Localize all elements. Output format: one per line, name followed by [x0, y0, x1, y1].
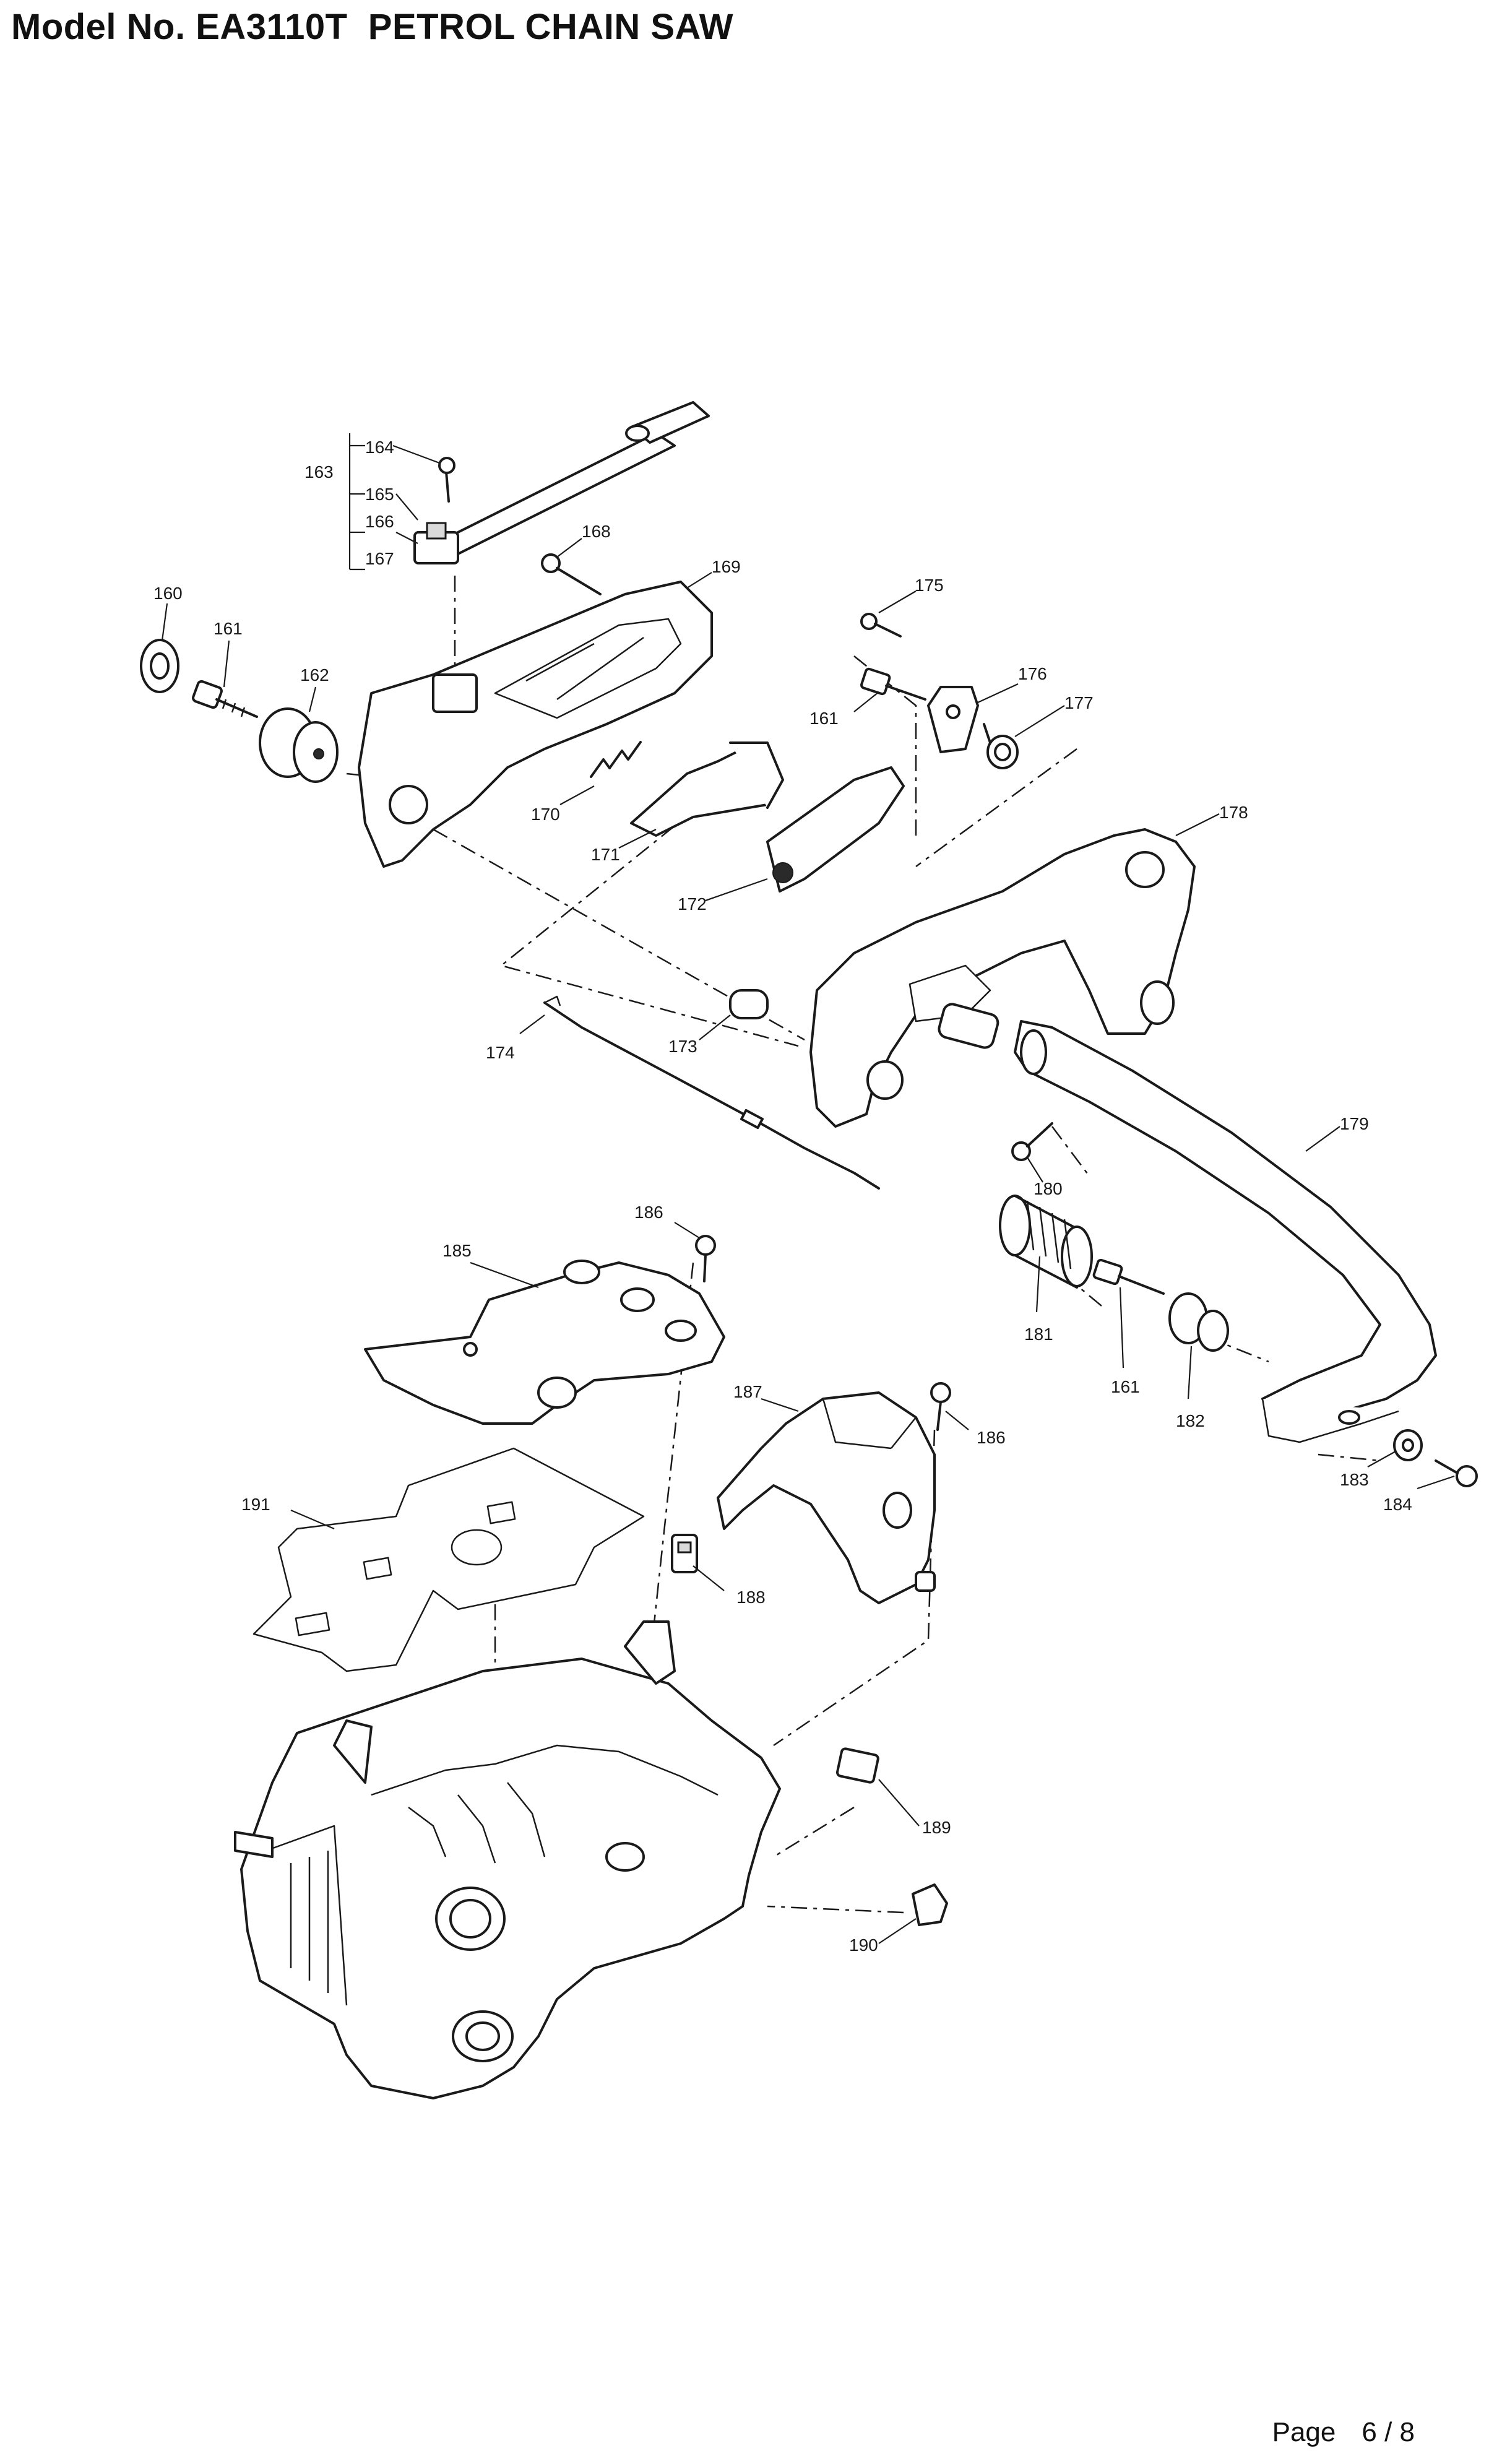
throttle-trigger-171 [630, 741, 784, 837]
page-word: Page [1272, 2417, 1336, 2447]
callout-173: 173 [668, 1037, 697, 1056]
callout-175: 175 [915, 576, 944, 595]
callout-162: 162 [300, 665, 329, 685]
callout-164: 164 [365, 438, 394, 457]
plate-176 [927, 686, 979, 753]
callout-168: 168 [582, 522, 611, 541]
callout-182: 182 [1176, 1411, 1205, 1430]
bolt-161-left [192, 680, 258, 718]
callout-169: 169 [712, 557, 741, 576]
callout-185: 185 [442, 1241, 472, 1260]
callout-170: 170 [531, 805, 560, 824]
callout-160: 160 [153, 584, 183, 603]
crankcase-body [234, 1620, 781, 2099]
rear-handle-169 [358, 581, 713, 868]
throttle-cable-174 [543, 995, 880, 1190]
bolt-161-lower [1092, 1258, 1165, 1295]
page-title: Model No. EA3110T PETROL CHAIN SAW [11, 7, 733, 47]
callout-177: 177 [1064, 693, 1094, 712]
bolt-161-mid [860, 667, 926, 701]
callout-174: 174 [486, 1043, 515, 1062]
callout-171: 171 [591, 845, 620, 864]
buffer-182 [1168, 1292, 1229, 1352]
screw-168 [541, 553, 602, 595]
callout-186-right: 186 [977, 1428, 1006, 1447]
block-190 [912, 1883, 948, 1926]
callout-labels: 160 161 162 163 164 165 166 167 168 169 … [153, 438, 1412, 1955]
washer-183 [1393, 1429, 1423, 1461]
callout-179: 179 [1340, 1114, 1369, 1133]
washer-160 [140, 639, 179, 693]
spring-177 [983, 723, 1019, 769]
side-cover-187 [717, 1391, 936, 1604]
callout-176: 176 [1018, 664, 1047, 683]
callout-190: 190 [849, 1935, 878, 1955]
callout-178: 178 [1219, 803, 1248, 822]
buffer-162 [259, 707, 339, 783]
page-indicator: Page 6 / 8 [1272, 2417, 1415, 2448]
stop-switch-assembly [413, 401, 710, 564]
callout-184: 184 [1383, 1495, 1412, 1514]
callout-181: 181 [1024, 1325, 1053, 1344]
screw-184 [1435, 1459, 1478, 1487]
block-189 [835, 1747, 879, 1784]
screw-186-top [695, 1235, 716, 1282]
top-cover-185 [364, 1260, 725, 1425]
callout-172: 172 [678, 894, 707, 914]
callout-186-top: 186 [634, 1203, 663, 1222]
callout-183: 183 [1340, 1470, 1369, 1489]
trigger-lockout-172 [766, 766, 905, 893]
screw-186-right [930, 1382, 951, 1431]
callout-187: 187 [733, 1382, 762, 1401]
callout-163: 163 [304, 462, 334, 482]
front-handle-178 [809, 828, 1196, 1128]
callout-165: 165 [365, 485, 394, 504]
leader-lines [161, 433, 1455, 1944]
callout-166: 166 [365, 512, 394, 531]
callout-161-lower: 161 [1111, 1377, 1140, 1396]
block-188 [671, 1534, 698, 1573]
callout-189: 189 [922, 1818, 951, 1837]
callout-180: 180 [1034, 1179, 1063, 1198]
screw-180 [1011, 1122, 1053, 1161]
callout-161-left: 161 [214, 619, 243, 638]
spring-181 [999, 1195, 1093, 1289]
gasket-sheet-191 [252, 1447, 645, 1672]
spring-170 [590, 741, 642, 778]
screw-175 [860, 613, 902, 638]
tubular-handle-179 [1014, 1020, 1437, 1443]
callout-167: 167 [365, 549, 394, 568]
callout-188: 188 [736, 1588, 766, 1607]
sleeve-173 [729, 989, 769, 1019]
callout-191: 191 [241, 1495, 270, 1514]
page-number: 6 / 8 [1362, 2417, 1415, 2447]
callout-161-mid: 161 [809, 709, 839, 728]
